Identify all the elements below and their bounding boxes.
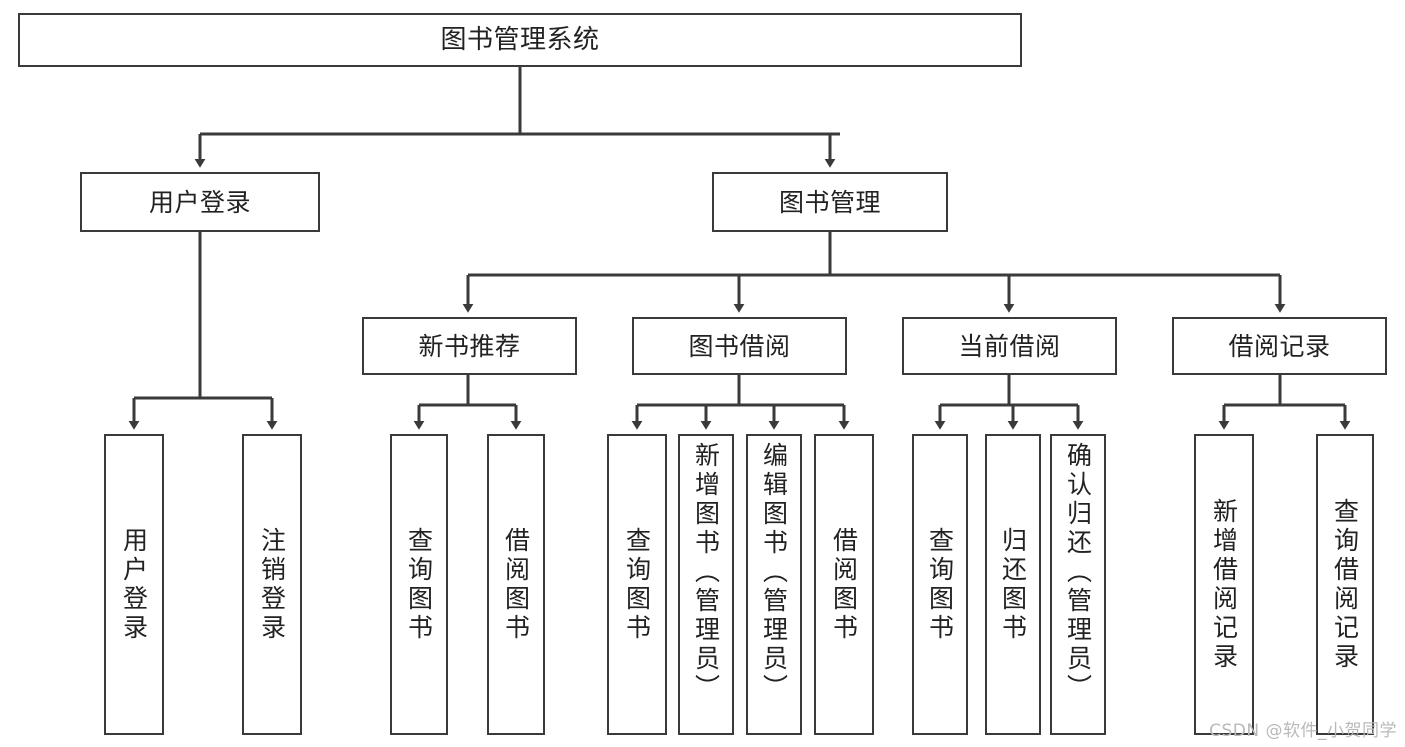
- node-label: 注销登录: [257, 526, 287, 643]
- node-label: 借阅图书: [829, 526, 859, 643]
- node-leaf-confirm-return-admin[interactable]: 确认归还（管理员）: [1050, 434, 1106, 735]
- csdn-watermark: CSDN @软件_小贺同学: [1209, 721, 1397, 741]
- node-borrow-record[interactable]: 借阅记录: [1172, 317, 1387, 375]
- node-leaf-query-borrow-record[interactable]: 查询借阅记录: [1316, 434, 1374, 735]
- node-label: 图书管理: [778, 187, 881, 217]
- node-label: 查询图书: [925, 526, 955, 643]
- node-label: 借阅记录: [1228, 331, 1331, 361]
- node-leaf-borrow-book-recommend[interactable]: 借阅图书: [487, 434, 545, 735]
- node-leaf-query-book-recommend[interactable]: 查询图书: [390, 434, 448, 735]
- node-leaf-return-book[interactable]: 归还图书: [985, 434, 1041, 735]
- node-leaf-borrow-book[interactable]: 借阅图书: [814, 434, 874, 735]
- node-book-borrow[interactable]: 图书借阅: [632, 317, 847, 375]
- node-current-borrow[interactable]: 当前借阅: [902, 317, 1117, 375]
- node-label: 编辑图书（管理员）: [759, 442, 789, 703]
- node-label: 图书管理系统: [440, 24, 600, 55]
- node-label: 图书借阅: [688, 331, 791, 361]
- node-new-book-recommend[interactable]: 新书推荐: [362, 317, 577, 375]
- node-label: 新增图书（管理员）: [691, 442, 721, 703]
- node-leaf-logout[interactable]: 注销登录: [242, 434, 302, 735]
- node-label: 确认归还（管理员）: [1063, 442, 1093, 703]
- node-leaf-add-borrow-record[interactable]: 新增借阅记录: [1194, 434, 1254, 735]
- node-label: 归还图书: [998, 526, 1028, 643]
- node-label: 当前借阅: [958, 331, 1061, 361]
- node-leaf-edit-book-admin[interactable]: 编辑图书（管理员）: [746, 434, 802, 735]
- node-label: 借阅图书: [501, 526, 531, 643]
- node-label: 新书推荐: [418, 331, 521, 361]
- node-leaf-user-login[interactable]: 用户登录: [104, 434, 164, 735]
- node-label: 查询图书: [622, 526, 652, 643]
- node-leaf-query-book-borrow[interactable]: 查询图书: [607, 434, 667, 735]
- node-label: 查询借阅记录: [1330, 497, 1360, 672]
- node-label: 查询图书: [404, 526, 434, 643]
- node-root-system[interactable]: 图书管理系统: [18, 13, 1022, 67]
- node-book-manage[interactable]: 图书管理: [712, 172, 948, 232]
- node-user-login[interactable]: 用户登录: [80, 172, 320, 232]
- node-label: 用户登录: [148, 187, 251, 217]
- node-label: 新增借阅记录: [1209, 497, 1239, 672]
- node-leaf-query-book-current[interactable]: 查询图书: [912, 434, 968, 735]
- node-label: 用户登录: [119, 526, 149, 643]
- node-leaf-add-book-admin[interactable]: 新增图书（管理员）: [678, 434, 734, 735]
